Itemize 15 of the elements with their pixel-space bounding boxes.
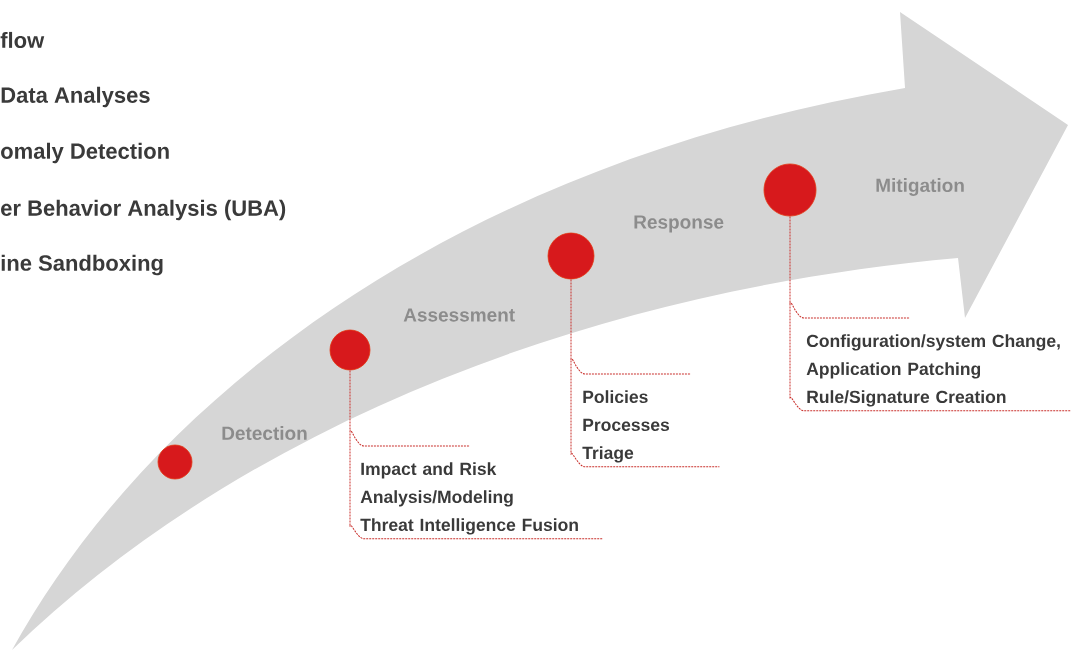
list-item: flow xyxy=(0,31,45,49)
leader-line xyxy=(789,215,1071,412)
list-item: omaly Detection xyxy=(1,142,169,164)
stage-label: Assessment xyxy=(403,308,515,322)
detail-text: Policies Processes Triage xyxy=(582,390,670,463)
detail-text: Impact and Risk Analysis/Modeling Threat Intelligence Fusion xyxy=(360,462,578,535)
stage-label: Mitigation xyxy=(876,178,964,196)
detail-text: Configuration/system Change, Application Patching Rule/Signature Creation xyxy=(806,334,1060,407)
leader-line xyxy=(570,278,720,468)
leader-line xyxy=(349,369,603,540)
stage-label: Detection xyxy=(222,426,307,440)
stage-label: Response xyxy=(634,215,724,233)
list-item: er Behavior Analysis (UBA) xyxy=(1,199,286,221)
list-item: Data Analyses xyxy=(1,86,150,108)
list-item: ine Sandboxing xyxy=(1,254,163,276)
